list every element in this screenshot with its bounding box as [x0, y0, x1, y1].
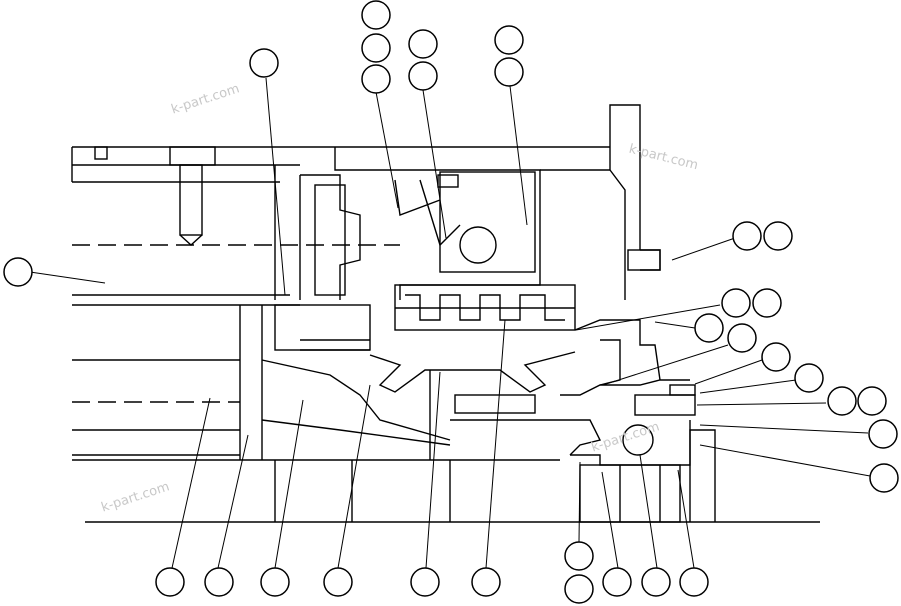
callout-c5: [408, 61, 438, 91]
callout-c32: [679, 567, 709, 597]
callout-c25: [323, 567, 353, 597]
callout-c6: [494, 25, 524, 55]
callout-c10: [732, 221, 762, 251]
callout-c13: [752, 288, 782, 318]
callout-c31: [641, 567, 671, 597]
callout-c28: [564, 541, 594, 571]
callout-c7: [494, 57, 524, 87]
callout-c16: [761, 342, 791, 372]
callout-c9: [3, 257, 33, 287]
callout-c3: [361, 64, 391, 94]
callout-c12: [721, 288, 751, 318]
leader-lines: [29, 77, 871, 569]
callout-c2: [361, 33, 391, 63]
callout-c24: [260, 567, 290, 597]
callout-c23: [204, 567, 234, 597]
callout-circles: [3, 0, 899, 604]
callout-c22: [155, 567, 185, 597]
callout-c27: [471, 567, 501, 597]
callout-c30: [602, 567, 632, 597]
callout-c19: [857, 386, 887, 416]
callout-c29: [564, 574, 594, 604]
callout-c11: [763, 221, 793, 251]
callout-c26: [410, 567, 440, 597]
callout-c18: [827, 386, 857, 416]
callout-c21: [869, 463, 899, 493]
callout-c15: [727, 323, 757, 353]
callout-c1: [361, 0, 391, 30]
callout-c20: [868, 419, 898, 449]
callout-c8: [249, 48, 279, 78]
callout-c14: [694, 313, 724, 343]
drawing-linework: [71, 104, 820, 523]
callout-c17: [794, 363, 824, 393]
callout-c4: [408, 29, 438, 59]
